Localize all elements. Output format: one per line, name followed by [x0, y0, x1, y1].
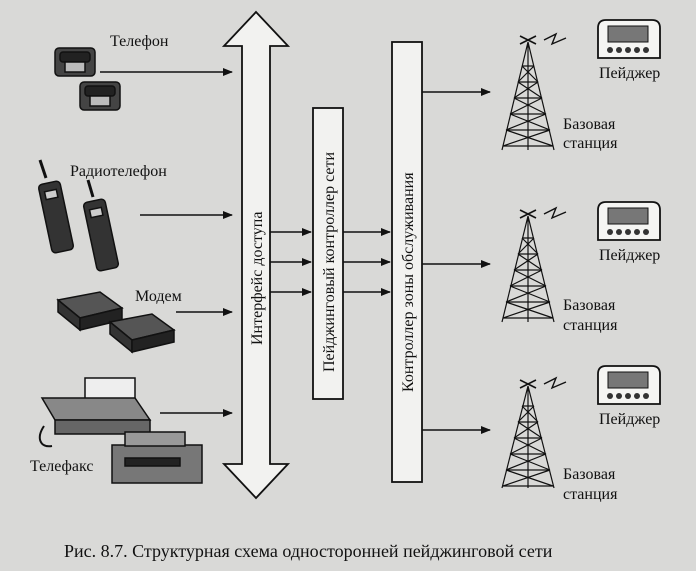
access-interface-block: Интерфейс доступа	[221, 10, 291, 500]
network-controller-block: Пейджинговый контроллер сети	[312, 107, 344, 400]
zone-controller-block: Контроллер зоны обслуживания	[391, 41, 423, 483]
pager-icon	[597, 19, 661, 59]
double-arrow-shape	[221, 10, 291, 500]
pager-label: Пейджер	[599, 247, 660, 264]
telephone-label: Телефон	[110, 33, 169, 50]
base-station-label-line2: станция	[563, 486, 618, 503]
telefax-label: Телефакс	[30, 458, 94, 475]
base-station-3: Пейджер Базовая станция	[501, 365, 661, 503]
radiotelephone-icon	[37, 159, 120, 272]
modem-icon	[56, 291, 176, 354]
zone-to-tower-arrows	[422, 88, 491, 434]
source-arrows	[100, 68, 233, 417]
figure-caption: Рис. 8.7. Структурная схема односторонне…	[64, 541, 553, 561]
pager-icon	[597, 201, 661, 241]
network-controller-label: Пейджинговый контроллер сети	[321, 151, 338, 372]
base-station-label-line1: Базовая	[563, 297, 616, 314]
modem-label: Модем	[135, 288, 182, 305]
zone-controller-label: Контроллер зоны обслуживания	[400, 172, 417, 392]
antenna-tower-icon	[501, 206, 567, 323]
radiotelephone-label: Радиотелефон	[70, 163, 167, 180]
interface-to-controller-arrows	[270, 228, 312, 296]
controller-to-zone-arrows	[343, 228, 391, 296]
pager-label: Пейджер	[599, 411, 660, 428]
telephone-icon	[54, 47, 121, 111]
antenna-tower-icon	[501, 32, 567, 151]
access-interface-label: Интерфейс доступа	[249, 212, 266, 345]
telefax-icon	[38, 377, 203, 484]
base-station-label-line2: станция	[563, 135, 618, 152]
base-station-label-line1: Базовая	[563, 116, 616, 133]
antenna-tower-icon	[501, 376, 567, 489]
base-station-label-line2: станция	[563, 317, 618, 334]
pager-label: Пейджер	[599, 65, 660, 82]
pager-icon	[597, 365, 661, 405]
base-station-label-line1: Базовая	[563, 466, 616, 483]
base-station-1: Пейджер Базовая станция	[501, 19, 661, 152]
base-station-2: Пейджер Базовая станция	[501, 201, 661, 334]
